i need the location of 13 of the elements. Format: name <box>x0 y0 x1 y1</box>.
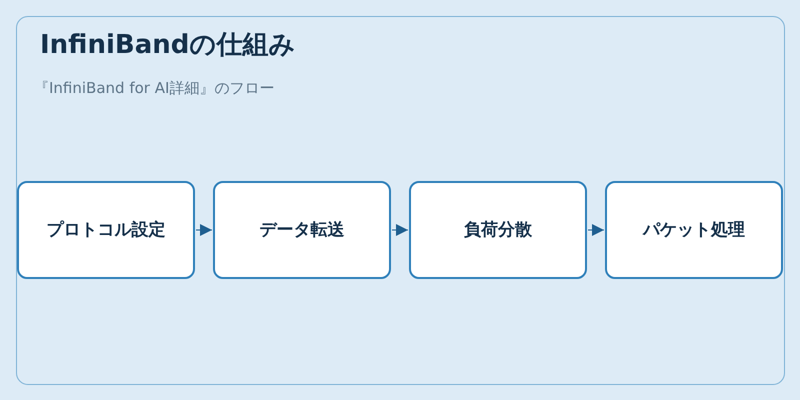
subtitle: 『InfiniBand for AI詳細』のフロー <box>34 78 274 98</box>
process-box <box>605 181 783 279</box>
arrow <box>196 224 212 236</box>
process-box <box>17 181 195 279</box>
step-label: パケット処理 <box>643 219 745 241</box>
process-box <box>213 181 391 279</box>
arrow <box>392 224 408 236</box>
process-box <box>409 181 587 279</box>
step-label: 負荷分散 <box>464 219 532 241</box>
arrow <box>588 224 604 236</box>
step-label: データ転送 <box>260 219 344 241</box>
diagram-title: InfiniBandの仕組み <box>40 29 296 62</box>
step-label: プロトコル設定 <box>46 219 166 241</box>
